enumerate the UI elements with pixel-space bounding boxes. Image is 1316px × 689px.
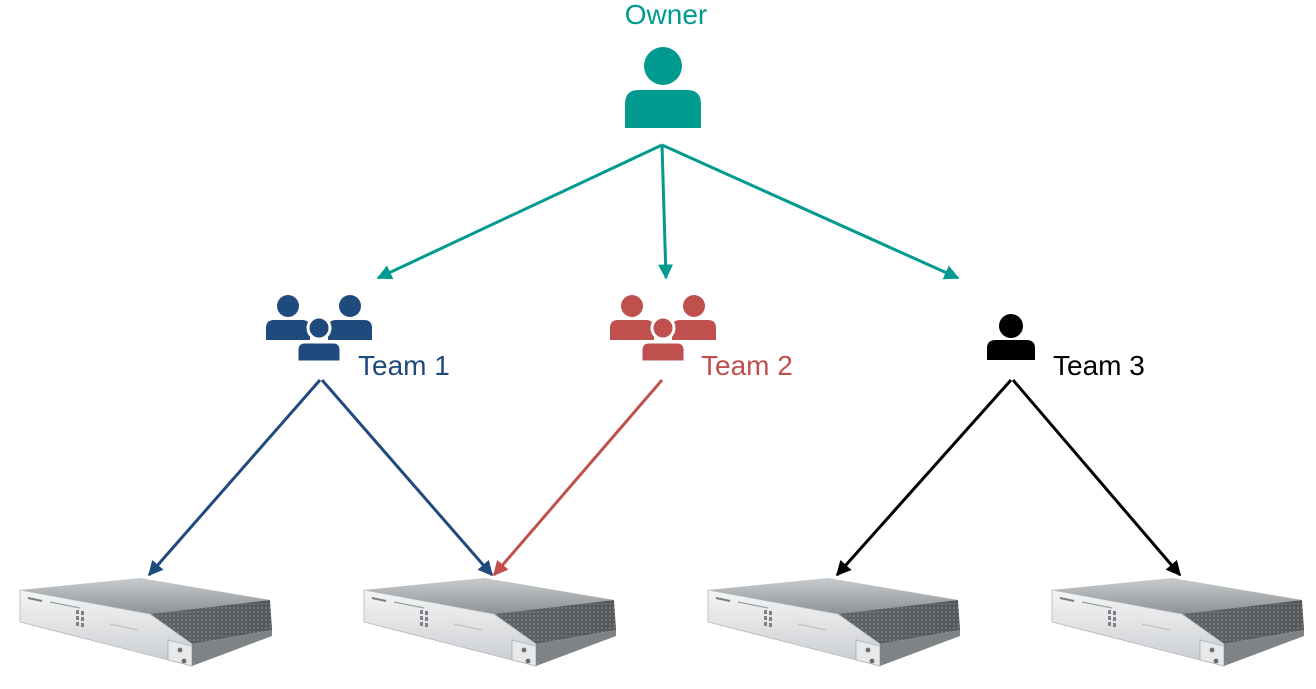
owner-label: Owner (625, 0, 707, 30)
team2-arrows (492, 379, 664, 577)
team1-to-device2-arrow (320, 379, 494, 577)
owner-user-icon (625, 47, 701, 128)
team3-to-device3-arrow (835, 379, 1013, 577)
team3-to-device4-arrow (1011, 379, 1182, 577)
owner-arrows (376, 143, 960, 280)
team3-user-icon (987, 314, 1035, 360)
owner-to-team3-arrow (661, 143, 960, 280)
owner-to-team1-arrow (376, 143, 663, 280)
team1-to-device1-arrow (147, 379, 322, 577)
team1-users-group-icon (266, 295, 372, 364)
team1-label: Team 1 (358, 350, 450, 381)
team2-label: Team 2 (701, 350, 793, 381)
device-1-rack-server-icon (19, 577, 273, 667)
team2-to-device2-arrow (492, 379, 664, 577)
team3-label: Team 3 (1053, 350, 1145, 381)
device-4-rack-server-icon (1051, 577, 1305, 667)
team3-arrows (835, 379, 1182, 577)
team1-arrows (147, 379, 494, 577)
device-3-rack-server-icon (707, 577, 961, 667)
owner-to-team2-arrow (658, 144, 674, 280)
device-2-rack-server-icon (363, 577, 617, 667)
